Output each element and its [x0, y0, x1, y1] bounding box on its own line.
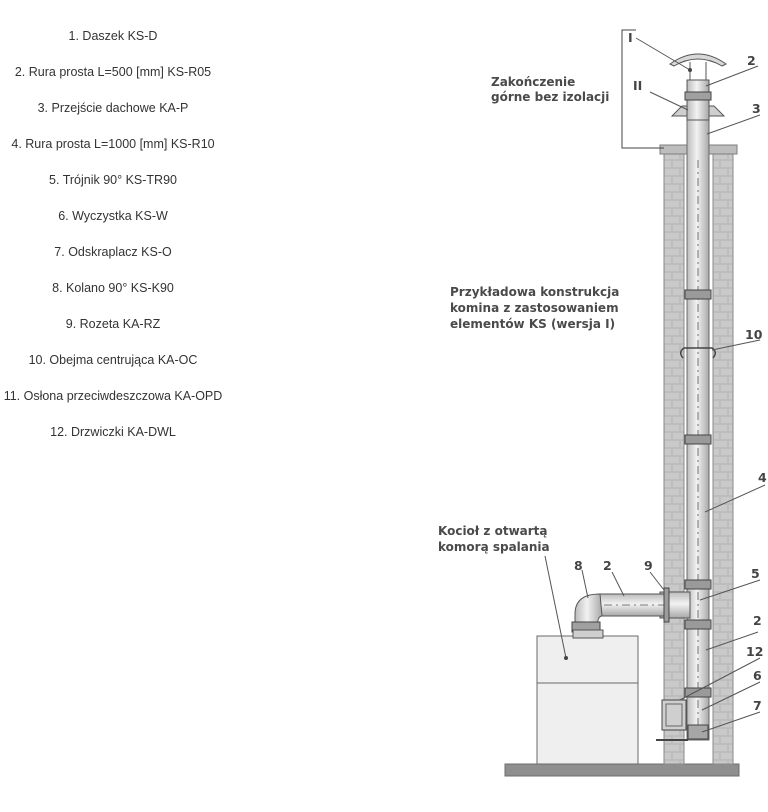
- label-7: 7: [753, 698, 762, 713]
- top-section-bracket: [621, 29, 664, 149]
- label-8: 8: [574, 558, 583, 573]
- legend-item-8: 8. Kolano 90° KS-K90: [52, 281, 174, 295]
- leader-lines: [544, 37, 766, 733]
- rain-cap: [669, 53, 727, 67]
- chimney-wall-left: [663, 151, 685, 765]
- legend-item-3: 3. Przejście dachowe KA-P: [37, 101, 189, 115]
- boiler-flue-stub: [572, 629, 604, 639]
- legend-item-4: 4. Rura prosta L=1000 [mm] KS-R10: [11, 137, 215, 151]
- legend-item-11: 11. Osłona przeciwdeszczowa KA-OPD: [3, 389, 223, 403]
- condensate-drain: [687, 724, 709, 740]
- annotation-example-line1: Przykładowa konstrukcja: [450, 285, 619, 299]
- label-roman-2: II: [633, 78, 642, 93]
- label-3: 3: [752, 101, 761, 116]
- floor-slab: [504, 763, 740, 777]
- label-4: 4: [758, 470, 767, 485]
- legend-item-5: 5. Trójnik 90° KS-TR90: [49, 173, 177, 187]
- annotation-boiler-line1: Kocioł z otwartą: [438, 524, 548, 538]
- legend-item-12: 12. Drzwiczki KA-DWL: [50, 425, 176, 439]
- parts-legend: 1. Daszek KS-D 2. Rura prosta L=500 [mm]…: [0, 26, 226, 458]
- legend-item-6: 6. Wyczystka KS-W: [58, 209, 168, 223]
- legend-item-2: 2. Rura prosta L=500 [mm] KS-R05: [14, 65, 212, 79]
- boiler-body: [536, 635, 639, 765]
- top-band: [684, 91, 712, 101]
- legend-item-9: 9. Rozeta KA-RZ: [65, 317, 161, 331]
- annotation-example-line2: komina z zastosowaniem: [450, 301, 619, 315]
- label-9: 9: [644, 558, 653, 573]
- label-10: 10: [745, 327, 763, 342]
- chimney-wall-right: [712, 151, 734, 765]
- label-2-top: 2: [747, 53, 756, 68]
- legend-item-7: 7. Odskraplacz KS-O: [54, 245, 172, 259]
- annotation-top-line1: Zakończenie: [491, 75, 575, 89]
- annotation-boiler-line2: komorą spalania: [438, 540, 550, 554]
- label-roman-1: I: [628, 30, 633, 45]
- centering-bracket: [680, 347, 716, 359]
- label-5: 5: [751, 566, 760, 581]
- pipe-joints: [684, 289, 712, 698]
- label-2-bottom: 2: [753, 613, 762, 628]
- legend-item-10: 10. Obejma centrująca KA-OC: [28, 353, 198, 367]
- legend-item-1: 1. Daszek KS-D: [68, 29, 158, 43]
- label-12: 12: [746, 644, 763, 659]
- annotation-example-line3: elementów KS (wersja I): [450, 317, 615, 331]
- annotation-top-line2: górne bez izolacji: [491, 90, 609, 104]
- rosette: [663, 587, 670, 623]
- label-2-horizontal: 2: [603, 558, 612, 573]
- label-6: 6: [753, 668, 762, 683]
